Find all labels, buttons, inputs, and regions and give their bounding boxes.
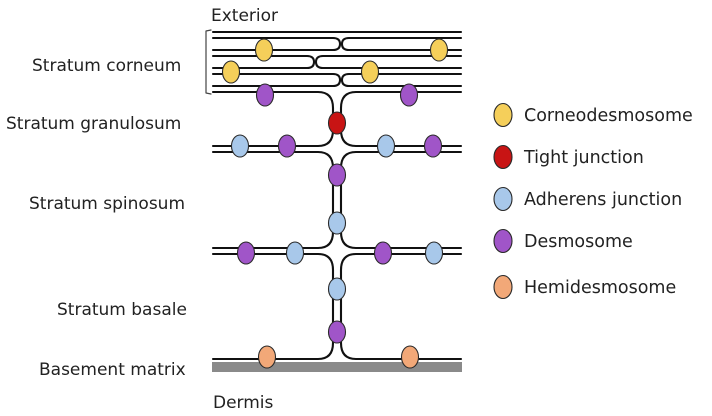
layer-label-spinosum: Stratum spinosum bbox=[29, 194, 185, 214]
basal-cell-left bbox=[211, 252, 335, 361]
desmosome-marker bbox=[277, 134, 297, 158]
legend-swatch-tight-junction bbox=[493, 144, 513, 170]
corneum-cell-row2-left bbox=[211, 54, 316, 70]
adherens-junction-marker bbox=[327, 277, 347, 301]
legend-label-adherens-junction: Adherens junction bbox=[524, 190, 682, 210]
cell-membranes bbox=[211, 30, 463, 361]
desmosome-marker bbox=[327, 163, 347, 187]
desmosome-marker bbox=[236, 241, 256, 265]
adherens-junction-marker bbox=[285, 241, 305, 265]
layer-label-corneum: Stratum corneum bbox=[32, 56, 181, 76]
legend-label-hemidesmosome: Hemidesmosome bbox=[524, 278, 676, 298]
layer-label-granulosum: Stratum granulosum bbox=[6, 114, 181, 134]
adherens-junction-marker bbox=[424, 241, 444, 265]
legend-swatch-adherens-junction bbox=[493, 186, 513, 212]
desmosome-marker bbox=[373, 241, 393, 265]
legend-swatch-desmosome bbox=[493, 228, 513, 254]
desmosome-marker bbox=[423, 134, 443, 158]
tight-junction-marker bbox=[327, 111, 347, 135]
spinous-cell-upper-left bbox=[211, 150, 335, 250]
corneodesmosome-marker bbox=[254, 38, 274, 62]
desmosome-marker bbox=[327, 320, 347, 344]
legend-label-corneodesmosome: Corneodesmosome bbox=[524, 106, 693, 126]
corneodesmosome-marker bbox=[360, 60, 380, 84]
dermis-label: Dermis bbox=[213, 393, 274, 413]
legend-label-desmosome: Desmosome bbox=[524, 232, 633, 252]
exterior-label: Exterior bbox=[211, 6, 278, 26]
corneum-cell-row1-right bbox=[340, 36, 463, 52]
junction-markers bbox=[221, 38, 449, 369]
adherens-junction-marker bbox=[327, 211, 347, 235]
corneum-cell-row2-right bbox=[314, 54, 463, 70]
corneum-cell-row1-left bbox=[211, 36, 342, 52]
corneum-cell-row3-right bbox=[340, 72, 463, 88]
hemidesmosome-marker bbox=[257, 345, 277, 369]
layer-label-basale: Stratum basale bbox=[57, 300, 187, 320]
corneodesmosome-marker bbox=[221, 60, 241, 84]
hemidesmosome-marker bbox=[400, 345, 420, 369]
desmosome-marker bbox=[255, 83, 275, 107]
basal-cell-right bbox=[339, 252, 463, 361]
basement-matrix-bar bbox=[212, 362, 462, 372]
desmosome-marker bbox=[399, 83, 419, 107]
adherens-junction-marker bbox=[230, 134, 250, 158]
layer-label-matrix: Basement matrix bbox=[39, 360, 186, 380]
legend-swatch-hemidesmosome bbox=[493, 274, 513, 300]
corneodesmosome-marker bbox=[429, 38, 449, 62]
adherens-junction-marker bbox=[376, 134, 396, 158]
spinous-cell-upper-right bbox=[339, 150, 463, 250]
legend-label-tight-junction: Tight junction bbox=[523, 148, 644, 168]
corneum-cell-row3-left bbox=[211, 72, 342, 88]
corneum-bracket bbox=[205, 29, 212, 95]
legend-swatch-corneodesmosome bbox=[493, 102, 513, 128]
legend: Corneodesmosome Tight junction Adherens … bbox=[493, 102, 693, 300]
